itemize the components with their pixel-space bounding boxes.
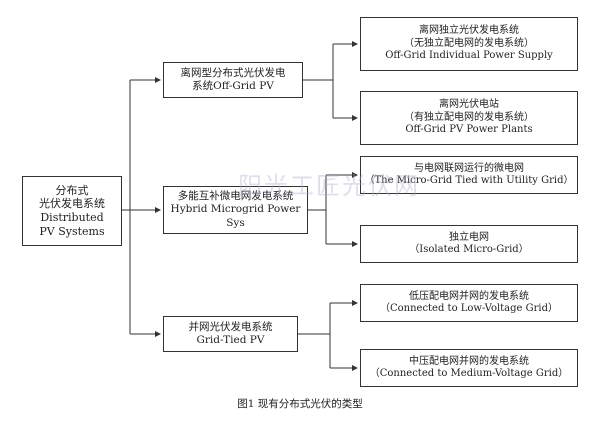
category-microgrid-connector [308, 172, 358, 247]
category-node-grid-tied: 并网光伏发电系统 Grid-Tied PV [163, 316, 298, 352]
leaf-node-isolated-microgrid: 独立电网 （Isolated Micro-Grid） [360, 225, 578, 263]
leaf-6-line-1: 中压配电网并网的发电系统 [409, 355, 529, 367]
leaf-3-line-2: （The Micro-Grid Tied with Utility Grid） [364, 175, 574, 186]
root-connector [122, 77, 161, 337]
category-offgrid-line-2: 系统Off-Grid PV [192, 80, 274, 92]
leaf-4-line-1: 独立电网 [449, 231, 489, 243]
watermark-text: 阳光工匠光伏网 [238, 172, 420, 200]
category-offgrid-line-1: 离网型分布式光伏发电 [180, 66, 286, 79]
leaf-5-line-2: （Connected to Low-Voltage Grid） [379, 303, 559, 314]
leaf-4-line-2: （Isolated Micro-Grid） [409, 244, 529, 255]
category-microgrid-line-1: 多能互补微电网发电系统 [177, 190, 294, 203]
category-gridtied-line-1: 并网光伏发电系统 [188, 320, 273, 333]
leaf-5-line-1: 低压配电网并网的发电系统 [409, 290, 529, 302]
leaf-1-line-1: 离网独立光伏发电系统 [419, 25, 519, 37]
leaf-node-microgrid-tied: 与电网联网运行的微电网 （The Micro-Grid Tied with Ut… [360, 156, 578, 194]
root-line-3: Distributed [40, 211, 104, 224]
leaf-6-line-2: （Connected to Medium-Voltage Grid） [369, 368, 569, 379]
root-line-1: 分布式 [55, 183, 89, 197]
leaf-2-line-2: （有独立配电网的发电系统） [404, 111, 534, 123]
leaf-node-offgrid-individual: 离网独立光伏发电系统 （无独立配电网的发电系统） Off-Grid Indivi… [360, 17, 578, 71]
category-gridtied-connector [298, 300, 358, 371]
leaf-1-line-3: Off-Grid Individual Power Supply [385, 50, 553, 62]
leaf-3-line-1: 与电网联网运行的微电网 [414, 162, 524, 174]
category-microgrid-line-3: Sys [226, 216, 245, 229]
leaf-node-low-voltage: 低压配电网并网的发电系统 （Connected to Low-Voltage G… [360, 284, 578, 322]
leaf-2-line-3: Off-Grid PV Power Plants [405, 124, 533, 136]
category-node-offgrid: 离网型分布式光伏发电 系统Off-Grid PV [163, 62, 303, 98]
leaf-node-medium-voltage: 中压配电网并网的发电系统 （Connected to Medium-Voltag… [360, 349, 578, 387]
leaf-2-line-1: 离网光伏电站 [439, 99, 499, 111]
category-offgrid-connector [303, 41, 358, 121]
root-line-2: 光伏发电系统 [39, 197, 105, 211]
category-gridtied-line-2: Grid-Tied PV [196, 334, 265, 346]
category-microgrid-line-2: Hybrid Microgrid Power [170, 203, 301, 216]
category-node-hybrid-microgrid: 多能互补微电网发电系统 Hybrid Microgrid Power Sys [163, 186, 308, 234]
root-node-distributed-pv: 分布式 光伏发电系统 Distributed PV Systems [22, 176, 122, 246]
figure-caption: 图1 现有分布式光伏的类型 [237, 398, 363, 410]
root-line-4: PV Systems [39, 224, 105, 238]
leaf-node-offgrid-plants: 离网光伏电站 （有独立配电网的发电系统） Off-Grid PV Power P… [360, 91, 578, 145]
leaf-1-line-2: （无独立配电网的发电系统） [404, 37, 534, 49]
